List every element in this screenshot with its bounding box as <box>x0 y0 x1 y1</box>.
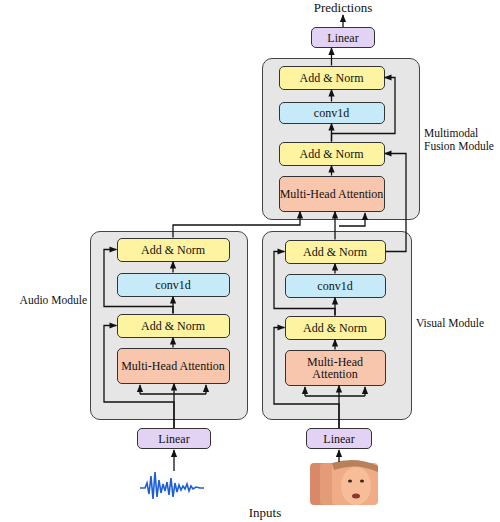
module-label: Visual Module <box>416 317 500 330</box>
add-norm-box: Add & Norm <box>279 142 385 166</box>
flow-arrow <box>334 212 335 240</box>
conv1d-box: conv1d <box>285 274 386 298</box>
block-label: Add & Norm <box>141 320 205 332</box>
add-norm-box: Add & Norm <box>285 240 386 264</box>
flow-arrow <box>172 297 173 314</box>
linear-box: Linear <box>137 428 211 449</box>
flow-arrow <box>173 384 174 429</box>
block-label: Multi-Head Attention <box>286 356 385 380</box>
flow-arrow <box>331 124 332 142</box>
attention-fan-wire <box>139 385 140 394</box>
attention-box: Multi-Head Attention <box>285 350 386 386</box>
module-group: Multimodal Fusion ModuleAdd & Normconv1d… <box>262 58 420 220</box>
block-label: Linear <box>323 433 354 445</box>
attention-box: Multi-Head Attention <box>279 176 385 212</box>
conv1d-box: conv1d <box>279 102 385 124</box>
flow-arrow <box>274 252 335 316</box>
flow-arrow <box>334 264 335 274</box>
flow-arrow <box>334 298 335 316</box>
flow-arrow <box>334 340 335 350</box>
module-label: Multimodal Fusion Module <box>424 127 498 153</box>
flow-arrow <box>173 212 300 238</box>
add-norm-box: Add & Norm <box>285 316 386 340</box>
block-label: Add & Norm <box>300 148 364 160</box>
module-group: Visual ModuleAdd & Normconv1dAdd & NormM… <box>262 231 412 420</box>
block-label: conv1d <box>155 279 190 291</box>
flow-arrow <box>332 78 396 142</box>
block-label: Add & Norm <box>303 322 367 334</box>
block-label: Multi-Head Attention <box>121 360 225 372</box>
attention-fan-wire <box>205 385 206 394</box>
block-label: Add & Norm <box>141 244 205 256</box>
block-label: Add & Norm <box>300 72 364 84</box>
block-label: Linear <box>158 433 189 445</box>
block-label: Linear <box>327 32 358 44</box>
block-label: Add & Norm <box>303 246 367 258</box>
audio-waveform <box>140 472 204 499</box>
module-group: Audio ModuleAdd & Normconv1dAdd & NormMu… <box>90 231 248 420</box>
attention-fan-wire <box>140 393 206 394</box>
audio-input-arrow <box>173 450 174 471</box>
attention-fan-wire <box>304 387 305 396</box>
add-norm-box: Add & Norm <box>279 66 385 90</box>
block-label: conv1d <box>314 107 349 119</box>
flow-arrow <box>331 166 332 176</box>
attention-fan-wire <box>305 395 365 396</box>
linear-box: Linear <box>311 27 375 48</box>
linear-box: Linear <box>306 428 372 449</box>
attention-fan-wire <box>364 387 365 396</box>
attention-fan-wire <box>339 213 365 226</box>
flow-arrow <box>331 48 332 66</box>
input-label: Inputs <box>230 505 300 521</box>
flow-arrow <box>274 328 339 429</box>
face-image <box>310 460 378 505</box>
flow-arrow <box>331 90 332 102</box>
output-arrow <box>342 15 343 27</box>
flow-arrow <box>172 338 173 348</box>
output-label: Predictions <box>290 0 396 16</box>
add-norm-box: Add & Norm <box>117 314 230 338</box>
add-norm-box: Add & Norm <box>117 238 230 262</box>
block-label: conv1d <box>317 280 352 292</box>
flow-arrow <box>338 386 339 429</box>
module-label: Audio Module <box>1 294 87 307</box>
conv1d-box: conv1d <box>117 273 230 297</box>
flow-arrow <box>385 154 407 252</box>
flow-arrow <box>104 250 173 314</box>
flow-arrow <box>172 262 173 273</box>
flow-arrow <box>104 326 174 429</box>
attention-box: Multi-Head Attention <box>117 348 230 384</box>
visual-input-arrow <box>338 450 339 462</box>
block-label: Multi-Head Attention <box>280 188 384 200</box>
